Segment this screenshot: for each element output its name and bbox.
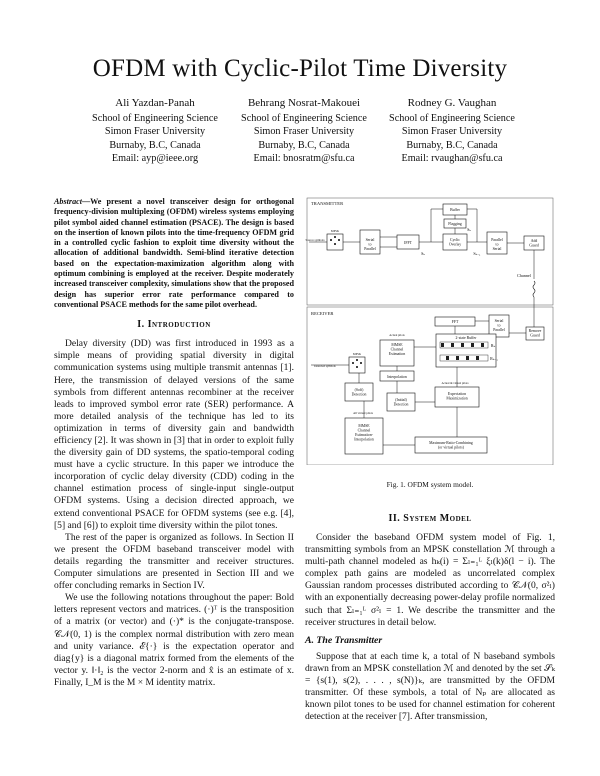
pilot-cell <box>461 343 464 347</box>
constellation-dot <box>333 235 337 239</box>
subsection-heading-transmitter: A. The Transmitter <box>305 634 383 646</box>
author-city: Burnaby, B.C, Canada <box>109 139 201 151</box>
rx-mrc-label: Maximum-Ratio-Combining(or virtual pilot… <box>429 441 473 450</box>
constellation-dot <box>351 361 355 365</box>
pilot-cell <box>466 356 469 360</box>
paragraph: The rest of the paper is organized as fo… <box>54 531 294 592</box>
receiver-frame <box>306 306 554 465</box>
constellation-dot <box>355 358 359 362</box>
rx-pilots-label: Actual pilots <box>389 333 405 337</box>
channel-symbol <box>532 280 536 298</box>
author-email: Email: ayp@ieee.org <box>111 153 199 165</box>
author-block-1: Ali Yazdan-Panah School of Engineering S… <box>65 97 245 166</box>
paper-title: OFDM with Cyclic-Pilot Time Diversity <box>92 55 508 82</box>
section-heading-introduction: I. Introduction <box>137 319 211 331</box>
author-university: Simon Fraser University <box>401 126 503 138</box>
constellation-dot <box>329 238 333 242</box>
pilot-cell <box>471 343 474 347</box>
transmitter-label: TRANSMITTER <box>311 201 344 206</box>
author-email: Email: rvaughan@sfu.ca <box>401 153 503 165</box>
rx-soft-label: (Soft)Detection <box>352 388 367 397</box>
constellation-dot <box>333 242 337 246</box>
tx-sk1-label: Sₖ₋₁ <box>473 251 481 256</box>
abstract-label: Abstract <box>54 197 82 206</box>
pilot-cell <box>446 356 449 360</box>
rx-mpsk-label: MPSK <box>353 352 362 356</box>
receiver-label: RECEIVER <box>311 311 334 316</box>
author-block-2: Behrang Nosrat-Makouei School of Enginee… <box>214 97 394 166</box>
tx-ifft-label: IFFT <box>404 241 412 245</box>
paragraph: Consider the baseband OFDM system model … <box>305 532 555 628</box>
pilot-cell <box>441 343 444 347</box>
buffer-cells <box>439 341 489 362</box>
rx-rk-label: Rₖ <box>491 343 496 348</box>
author-city: Burnaby, B.C, Canada <box>258 139 350 151</box>
author-block-3: Rodney G. Vaughan School of Engineering … <box>362 97 542 166</box>
rx-initial-label: (Initial)Detection <box>394 398 409 407</box>
buffer-row-rk1 <box>439 354 489 362</box>
constellation-dot <box>355 365 359 369</box>
figure-caption: Fig. 1. OFDM system model. <box>386 480 474 489</box>
rx-output-label: Detected symbols <box>314 364 336 368</box>
rx-interp-label: Interpolation <box>387 375 407 379</box>
rx-all-virtual-label: All virtual pilots <box>353 411 374 415</box>
author-university: Simon Fraser University <box>104 126 206 138</box>
rx-s2p-block <box>488 314 510 338</box>
section-heading-system-model: II. System Model <box>388 513 472 524</box>
paragraph: Delay diversity (DD) was first introduce… <box>54 338 294 531</box>
tx-sk-label: Sₖ <box>421 251 425 256</box>
pilot-cell <box>456 356 459 360</box>
author-school: School of Engineering Science <box>241 112 367 124</box>
tx-source-label: Source symbols <box>305 238 325 242</box>
constellation-dot <box>337 238 341 242</box>
left-column: Abstract—We present a novel transceiver … <box>54 197 294 689</box>
tx-flagging-label: Flagging <box>448 222 462 226</box>
channel-label: Channel <box>517 273 532 278</box>
pilot-cell <box>481 343 484 347</box>
abstract: Abstract—We present a novel transceiver … <box>54 197 294 310</box>
rx-virtual-label: Actual & virtual pilots <box>441 381 469 385</box>
author-email: Email: bnosratm@sfu.ca <box>253 153 355 165</box>
constellation-dot <box>359 361 363 365</box>
transmitter-frame <box>306 197 554 306</box>
author-name: Ali Yazdan-Panah <box>115 97 195 109</box>
author-name: Rodney G. Vaughan <box>407 97 497 109</box>
pilot-cell <box>476 356 479 360</box>
abstract-text: —We present a novel transceiver design f… <box>54 197 294 309</box>
paragraph: Suppose that at each time k, a total of … <box>305 650 555 723</box>
rx-mmse-block <box>379 339 415 367</box>
author-name: Behrang Nosrat-Makouei <box>247 97 361 109</box>
tx-mpsk-label: MPSK <box>331 229 340 233</box>
author-school: School of Engineering Science <box>389 112 515 124</box>
paragraph: We use the following notations throughou… <box>54 592 294 688</box>
author-city: Burnaby, B.C, Canada <box>406 139 498 151</box>
right-column: II. System Model Consider the baseband O… <box>305 504 555 723</box>
rx-remove-guard-block <box>525 326 545 341</box>
rx-fft-label: FFT <box>452 320 459 324</box>
tx-buffer-label: Buffer <box>450 208 461 212</box>
pilot-cell <box>451 343 454 347</box>
tx-sk-label: Sₖ <box>467 227 471 232</box>
rx-buffer-label: 2-state Buffer <box>456 336 478 340</box>
rx-two-state-buffer-block <box>435 333 497 368</box>
author-school: School of Engineering Science <box>92 112 218 124</box>
rx-rk1-label: Rₖ₋₁ <box>490 356 498 361</box>
author-university: Simon Fraser University <box>253 126 355 138</box>
